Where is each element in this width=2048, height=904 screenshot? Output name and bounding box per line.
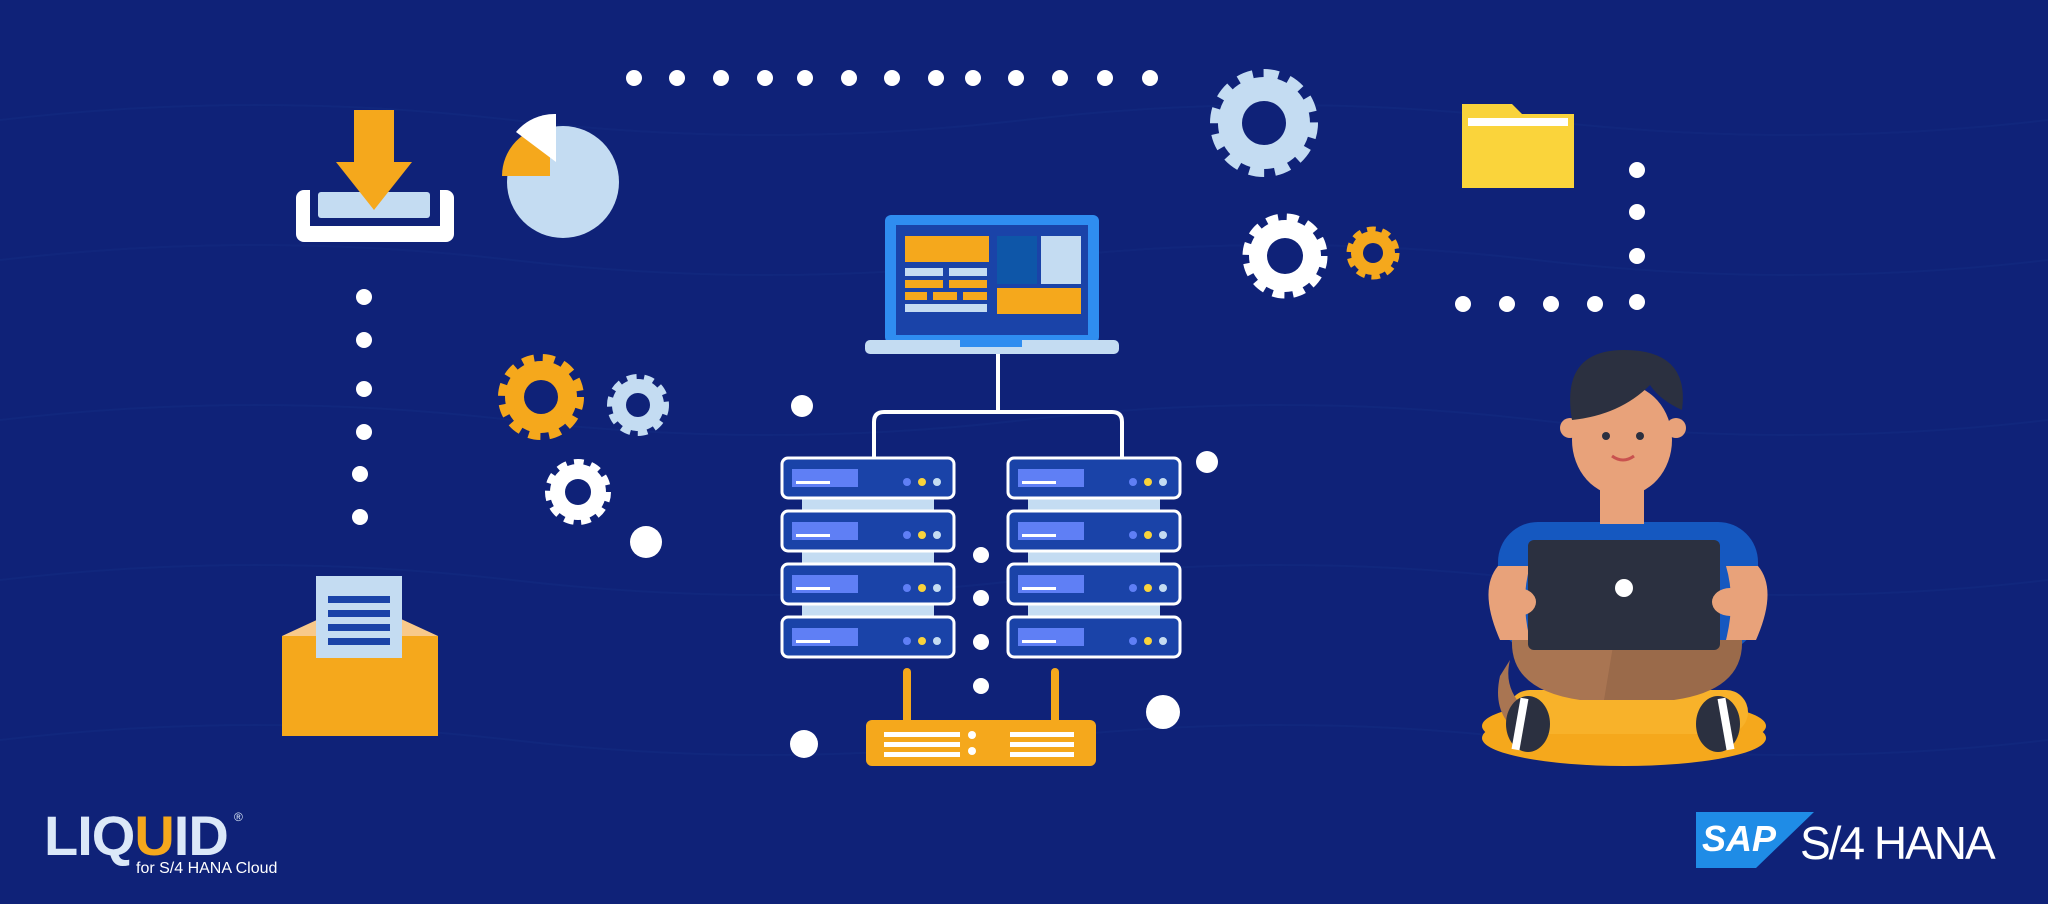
liquid-logo-wordmark: LIQUID (44, 808, 229, 864)
server-rack-icon (780, 456, 956, 659)
download-tray-icon (296, 110, 454, 242)
gear-icon (545, 459, 611, 525)
dotted-connector-left (352, 289, 372, 525)
liquid-logo: LIQUID ® for S/4 HANA Cloud (44, 808, 304, 888)
sap-s4hana-logo: SAP S/4 HANA (1696, 812, 2016, 872)
decor-dot (790, 730, 818, 758)
document-envelope-icon (282, 576, 438, 736)
network-connector (872, 354, 1124, 460)
s4hana-logo-text: S/4 HANA (1800, 817, 1996, 869)
gear-icon (1210, 69, 1318, 177)
person-with-laptop-illustration (1482, 350, 1768, 766)
sap-logo-badge (1696, 812, 1814, 868)
liquid-logo-subtitle: for S/4 HANA Cloud (136, 860, 278, 877)
sap-logo-text: SAP (1702, 818, 1777, 859)
decor-dot (1146, 695, 1180, 729)
dotted-connector-right (1455, 162, 1645, 312)
folder-icon (1462, 104, 1574, 188)
server-rack-icon (1006, 456, 1182, 659)
decor-dot (791, 395, 813, 417)
liquid-logo-prefix: LIQ (44, 804, 135, 867)
decor-dot (630, 526, 662, 558)
gear-icon (1346, 226, 1400, 280)
dotted-connector-top (626, 70, 1158, 86)
decor-dot (1196, 451, 1218, 473)
liquid-registered-mark: ® (234, 810, 243, 824)
dotted-connector-middle (973, 547, 989, 694)
liquid-logo-highlight: U (134, 804, 174, 867)
liquid-logo-suffix: ID (173, 804, 229, 867)
laptop-dashboard-icon (865, 215, 1119, 354)
pie-chart-icon (502, 113, 619, 238)
router-icon (866, 668, 1096, 766)
gear-icon (498, 354, 584, 440)
gear-icon (1242, 213, 1328, 299)
gear-icon (607, 374, 669, 436)
